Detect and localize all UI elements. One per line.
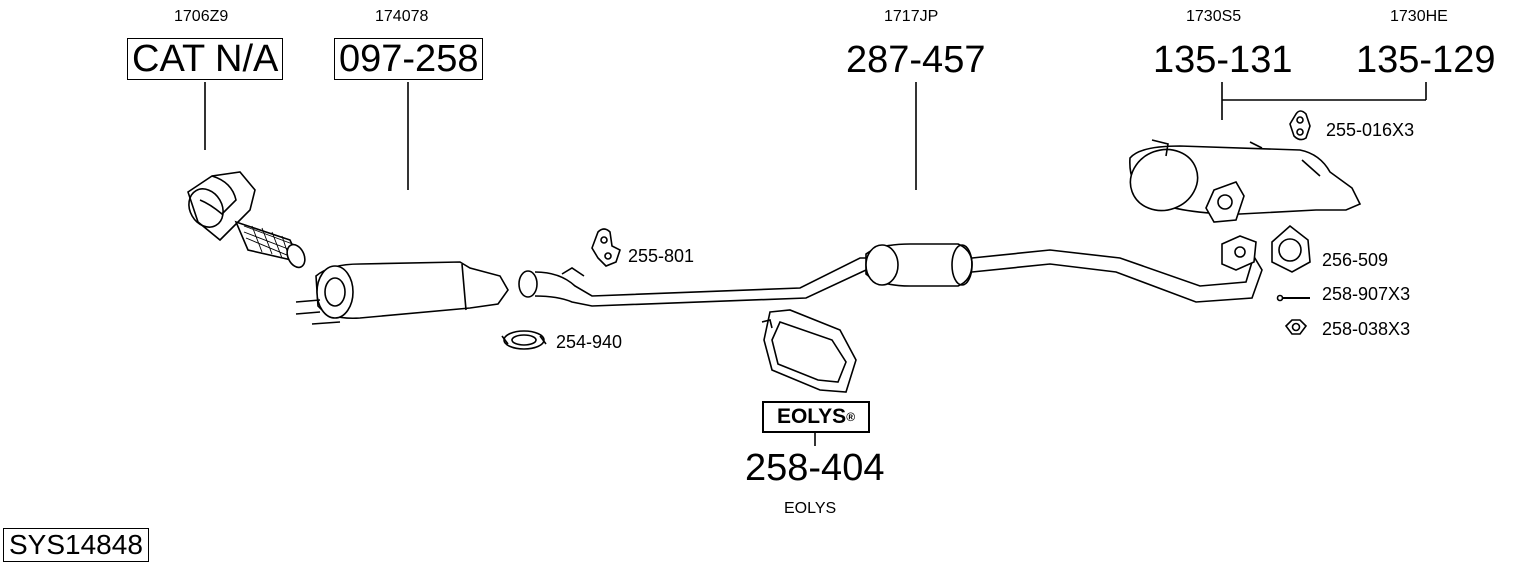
eolys-tank-drawing	[761, 309, 857, 393]
bolt-258-907-drawing	[1276, 294, 1310, 302]
system-id-box: SYS14848	[3, 528, 149, 562]
catalytic-converter-drawing	[187, 171, 306, 269]
part-number-cat-na[interactable]: CAT N/A	[127, 38, 284, 80]
oem-code-1730s5: 1730S5	[1186, 8, 1242, 25]
gasket-256-509-drawing	[1271, 224, 1311, 273]
nut-258-038-drawing	[1284, 319, 1308, 335]
oem-code-1730he: 1730HE	[1390, 8, 1448, 25]
part-number-287-457[interactable]: 287-457	[846, 39, 986, 81]
hanger-255-016-drawing	[1289, 110, 1311, 141]
rear-pipe-drawing	[971, 235, 1263, 303]
rear-silencer-drawing	[1129, 139, 1362, 223]
part-number-135-131[interactable]: 135-131	[1153, 39, 1293, 81]
accessory-label-256-509[interactable]: 256-509	[1322, 250, 1389, 270]
oem-code-1706z9: 1706Z9	[174, 8, 229, 25]
front-pipe-drawing	[518, 257, 871, 307]
eolys-badge-text: EOLYS	[776, 405, 847, 428]
oem-code-1717jp: 1717JP	[884, 8, 939, 25]
middle-silencer-drawing	[865, 243, 973, 287]
hanger-255-801-drawing	[591, 228, 621, 267]
eolys-caption: EOLYS	[784, 500, 837, 517]
accessory-label-255-016x3[interactable]: 255-016X3	[1326, 120, 1415, 140]
eolys-badge: EOLYS®	[762, 401, 870, 433]
registered-mark-icon: ®	[846, 410, 856, 424]
part-number-258-404[interactable]: 258-404	[745, 447, 885, 489]
leader-lines	[204, 82, 1427, 446]
accessory-label-255-801[interactable]: 255-801	[628, 246, 695, 266]
part-number-097-258[interactable]: 097-258	[334, 38, 484, 80]
particulate-filter-drawing	[295, 261, 509, 325]
accessory-label-254-940[interactable]: 254-940	[556, 332, 623, 352]
clamp-254-940-drawing	[501, 330, 547, 350]
accessory-label-258-038x3[interactable]: 258-038X3	[1322, 319, 1411, 339]
oem-code-174078: 174078	[375, 8, 429, 25]
accessory-label-258-907x3[interactable]: 258-907X3	[1322, 284, 1411, 304]
part-number-135-129[interactable]: 135-129	[1356, 39, 1496, 81]
